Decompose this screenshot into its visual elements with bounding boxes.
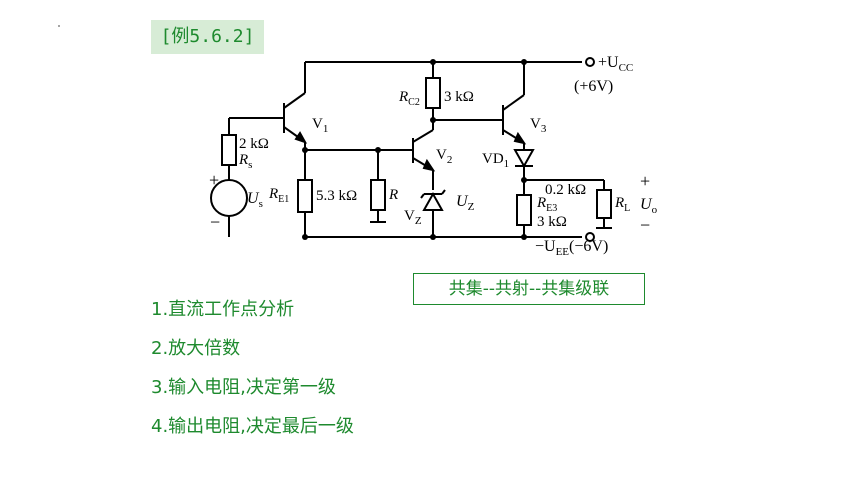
v1-sub: 1 (323, 123, 329, 135)
rs-sub: s (248, 159, 252, 171)
svg-text:Us: Us (247, 190, 263, 210)
configuration-note: 共集--共射--共集级联 (413, 273, 645, 305)
rl-label: R (614, 195, 624, 211)
v2-sub: 2 (447, 154, 453, 166)
re1-value: 5.3 kΩ (316, 188, 357, 204)
rl-value: 0.2 kΩ (545, 182, 586, 198)
vd1-sub: 1 (504, 158, 510, 170)
v3-sub: 3 (541, 123, 547, 135)
uo-sub: o (652, 204, 658, 216)
step-item: 1.直流工作点分析 (151, 299, 295, 320)
step-item: 2.放大倍数 (151, 338, 241, 359)
re3-value: 3 kΩ (537, 214, 567, 230)
svg-text:RE1: RE1 (268, 186, 289, 205)
svg-text:−UEE(−6V): −UEE(−6V) (535, 238, 608, 258)
re1-label: R (268, 186, 278, 202)
rs-label: R (238, 152, 248, 168)
step-item: 4.输出电阻,决定最后一级 (151, 416, 354, 437)
svg-text:Rs: Rs (238, 152, 252, 171)
uo-label: U (640, 196, 653, 213)
v3-label: V (530, 116, 541, 132)
svg-text:V1: V1 (312, 116, 328, 135)
us-minus: − (210, 212, 220, 232)
vee-label: −U (535, 238, 556, 255)
analysis-steps: 1.直流工作点分析 2.放大倍数 3.输入电阻,决定第一级 4.输出电阻,决定最… (151, 296, 354, 452)
rs-value: 2 kΩ (239, 136, 269, 152)
svg-text:RE3: RE3 (536, 195, 557, 214)
svg-text:UZ: UZ (456, 193, 475, 213)
svg-text:VZ: VZ (404, 208, 422, 227)
us-label: U (247, 190, 260, 207)
vee-value: (−6V) (569, 238, 608, 255)
re3-sub: E3 (546, 203, 557, 214)
vcc-value: (+6V) (574, 78, 613, 95)
vz-sub: Z (415, 215, 422, 227)
rc2-value: 3 kΩ (444, 89, 474, 105)
svg-text:V3: V3 (530, 116, 547, 135)
svg-text:Uo: Uo (640, 196, 658, 216)
re3-label: R (536, 195, 546, 211)
stray-dot (58, 25, 60, 27)
uo-plus: + (640, 171, 650, 191)
uo-minus: − (640, 215, 650, 235)
svg-text:V2: V2 (436, 147, 452, 166)
svg-text:RL: RL (614, 195, 630, 214)
svg-text:+UCC: +UCC (598, 54, 633, 74)
rc2-sub: C2 (408, 97, 420, 108)
circuit-diagram: + − +UCC (+6V) −UEE(−6V) V1 V2 V3 VD1 VZ… (209, 54, 658, 258)
rl-sub: L (624, 203, 630, 214)
svg-text:VD1: VD1 (482, 151, 509, 170)
example-tag: [例5.6.2] (151, 20, 264, 54)
step-item: 3.输入电阻,决定第一级 (151, 377, 336, 398)
v2-label: V (436, 147, 447, 163)
uz-label: U (456, 193, 469, 210)
us-plus: + (209, 170, 219, 190)
rc2-label: R (398, 89, 408, 105)
vcc-sub: CC (619, 62, 634, 74)
v1-label: V (312, 116, 323, 132)
re1-sub: E1 (278, 194, 289, 205)
uz-sub: Z (468, 201, 475, 213)
us-sub: s (259, 198, 263, 210)
vee-sub: EE (556, 246, 570, 258)
svg-text:RC2: RC2 (398, 89, 420, 108)
vz-label: V (404, 208, 415, 224)
r-label: R (388, 187, 398, 203)
vcc-label: +U (598, 54, 619, 71)
vd1-label: VD (482, 151, 504, 167)
